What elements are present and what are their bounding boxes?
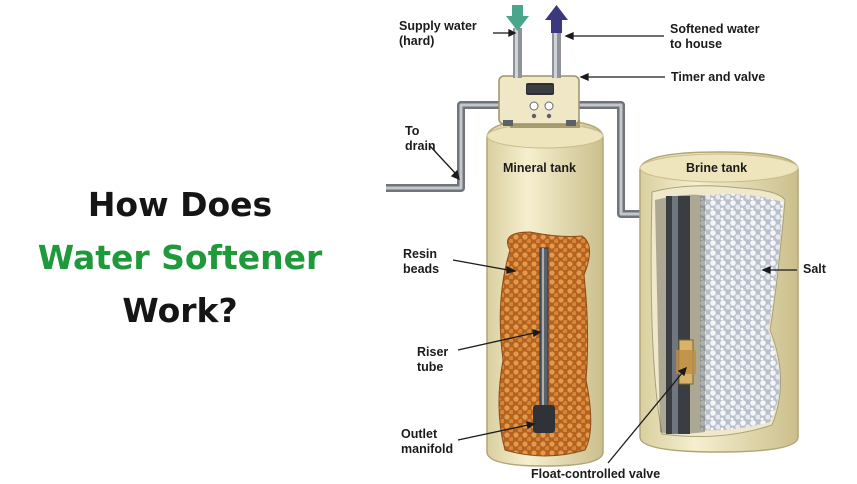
label-resin: Resin <box>403 247 437 261</box>
title-line-1: How Does <box>87 185 273 224</box>
title-line-3: Work? <box>122 291 238 330</box>
salt <box>700 194 783 431</box>
label-softened-water: Softened water <box>670 22 760 36</box>
label-supply-water: Supply water <box>399 19 477 33</box>
label-supply-hard: (hard) <box>399 34 434 48</box>
drain-pipe <box>386 101 505 192</box>
mineral-tank <box>486 119 604 467</box>
label-float-valve: Float-controlled valve <box>531 467 660 481</box>
timer-valve-head <box>498 75 580 128</box>
title-line-2: Water Softener <box>37 238 323 277</box>
label-manifold: manifold <box>401 442 453 456</box>
label-to: To <box>405 124 420 138</box>
diagram-labels: Supply water (hard) Softened water to ho… <box>399 19 827 481</box>
brine-tank <box>639 151 799 453</box>
brine-line-pipe <box>578 101 650 218</box>
softened-arrow-icon <box>545 5 568 33</box>
label-beads: beads <box>403 262 439 276</box>
label-drain: drain <box>405 139 436 153</box>
label-salt: Salt <box>803 262 827 276</box>
label-to-house: to house <box>670 37 722 51</box>
top-pipes <box>513 28 561 78</box>
outlet-manifold <box>533 405 555 433</box>
label-outlet: Outlet <box>401 427 438 441</box>
title-heading: How Does Water Softener Work? <box>0 178 360 337</box>
supply-arrow-icon <box>506 5 529 31</box>
label-tube: tube <box>417 360 443 374</box>
leader-lines <box>429 28 797 464</box>
label-brine-tank: Brine tank <box>686 161 747 175</box>
label-timer-valve: Timer and valve <box>671 70 765 84</box>
label-riser: Riser <box>417 345 448 359</box>
label-mineral-tank: Mineral tank <box>503 161 576 175</box>
